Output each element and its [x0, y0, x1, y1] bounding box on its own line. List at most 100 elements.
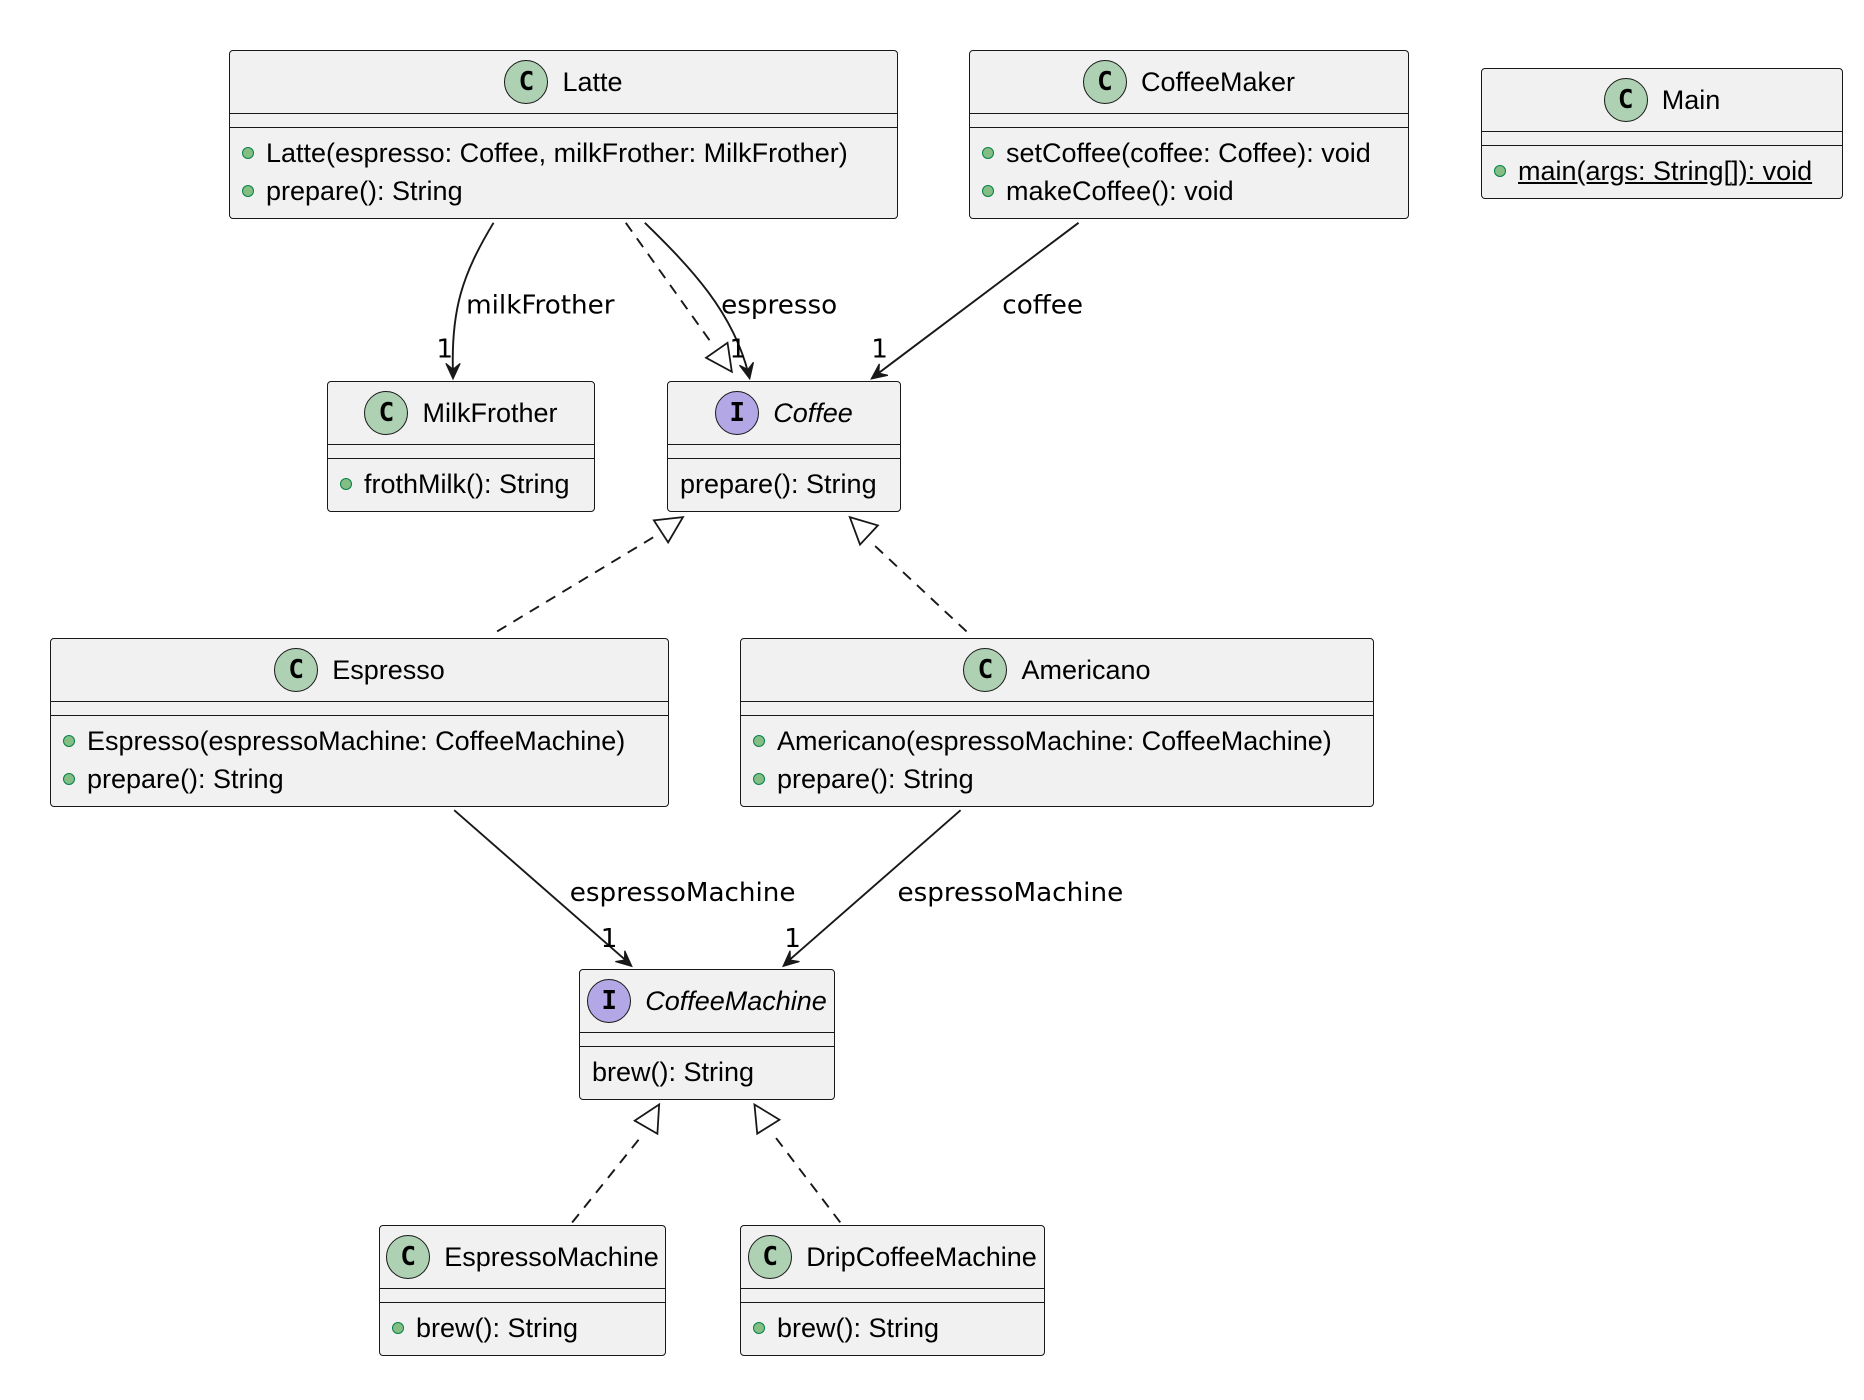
method-signature: Espresso(espressoMachine: CoffeeMachine) — [87, 725, 626, 756]
class-name: Latte — [562, 66, 623, 97]
class-name: CoffeeMachine — [645, 985, 827, 1016]
method-row: prepare(): String — [242, 172, 885, 210]
arrowhead-icon — [781, 950, 800, 968]
class-icon: C — [386, 1235, 431, 1279]
realization-triangle-icon — [704, 341, 733, 374]
class-icon: C — [748, 1235, 793, 1279]
fields-compartment — [230, 114, 897, 128]
relation-realization — [496, 516, 685, 633]
method-row: prepare(): String — [680, 465, 888, 503]
multiplicity-label: 1 — [436, 334, 453, 364]
method-row: setCoffee(coffee: Coffee): void — [982, 134, 1396, 172]
class-icon: C — [274, 648, 319, 692]
class-icon: C — [504, 60, 549, 104]
class-name: EspressoMachine — [444, 1241, 659, 1272]
interface-icon: I — [715, 391, 760, 435]
class-header: C Espresso — [51, 639, 668, 702]
methods-compartment: Latte(espresso: Coffee, milkFrother: Mil… — [230, 128, 897, 218]
arrowhead-icon — [870, 363, 889, 380]
realization-line — [775, 1137, 842, 1224]
public-visibility-icon — [982, 185, 994, 197]
class-icon: C — [364, 391, 409, 435]
methods-compartment: frothMilk(): String — [328, 459, 594, 511]
fields-compartment — [328, 445, 594, 459]
method-row: frothMilk(): String — [340, 465, 582, 503]
relation-label: espresso — [721, 290, 837, 320]
fields-compartment — [668, 445, 900, 459]
class-name: Coffee — [773, 397, 853, 428]
public-visibility-icon — [753, 773, 765, 785]
fields-compartment — [1482, 132, 1842, 146]
fields-compartment — [970, 114, 1408, 128]
realization-line — [874, 545, 968, 633]
method-row: brew(): String — [592, 1053, 822, 1091]
fields-compartment — [741, 702, 1373, 716]
public-visibility-icon — [753, 1322, 765, 1334]
methods-compartment: main(args: String[]): void — [1482, 146, 1842, 198]
realization-triangle-icon — [848, 515, 880, 547]
realization-triangle-icon — [652, 516, 685, 545]
realization-triangle-icon — [753, 1102, 782, 1136]
relation-realization — [571, 1102, 661, 1224]
arrowhead-icon — [615, 950, 633, 968]
method-signature: brew(): String — [592, 1056, 755, 1087]
public-visibility-icon — [982, 147, 994, 159]
method-signature: prepare(): String — [777, 763, 974, 794]
method-row: Latte(espresso: Coffee, milkFrother: Mil… — [242, 134, 885, 172]
public-visibility-icon — [63, 735, 75, 747]
multiplicity-label: 1 — [784, 924, 801, 954]
relation-label: espressoMachine — [897, 878, 1123, 908]
realization-line — [496, 536, 654, 633]
relation-label: milkFrother — [466, 290, 615, 320]
class-box-coffee[interactable]: I Coffee prepare(): String — [667, 381, 901, 512]
public-visibility-icon — [392, 1322, 404, 1334]
association-line — [451, 222, 495, 375]
fields-compartment — [380, 1289, 665, 1303]
association-line — [644, 222, 750, 375]
methods-compartment: brew(): String — [580, 1047, 834, 1099]
method-row: prepare(): String — [753, 760, 1361, 798]
methods-compartment: Americano(espressoMachine: CoffeeMachine… — [741, 716, 1373, 806]
methods-compartment: brew(): String — [741, 1303, 1044, 1355]
multiplicity-label: 1 — [601, 924, 618, 954]
public-visibility-icon — [242, 185, 254, 197]
public-visibility-icon — [753, 735, 765, 747]
relation-realization — [625, 222, 733, 374]
method-signature: setCoffee(coffee: Coffee): void — [1006, 137, 1371, 168]
fields-compartment — [741, 1289, 1044, 1303]
method-signature: prepare(): String — [266, 175, 463, 206]
multiplicity-label: 1 — [871, 334, 888, 364]
class-name: Espresso — [332, 654, 445, 685]
methods-compartment: Espresso(espressoMachine: CoffeeMachine)… — [51, 716, 668, 806]
class-name: Main — [1661, 84, 1721, 115]
public-visibility-icon — [242, 147, 254, 159]
method-signature: Latte(espresso: Coffee, milkFrother: Mil… — [266, 137, 848, 168]
method-signature: prepare(): String — [680, 468, 877, 499]
arrowhead-icon — [739, 361, 755, 381]
public-visibility-icon — [340, 478, 352, 490]
method-signature: brew(): String — [777, 1312, 940, 1343]
method-row: main(args: String[]): void — [1494, 152, 1830, 190]
public-visibility-icon — [1494, 165, 1506, 177]
class-header: I Coffee — [668, 382, 900, 445]
